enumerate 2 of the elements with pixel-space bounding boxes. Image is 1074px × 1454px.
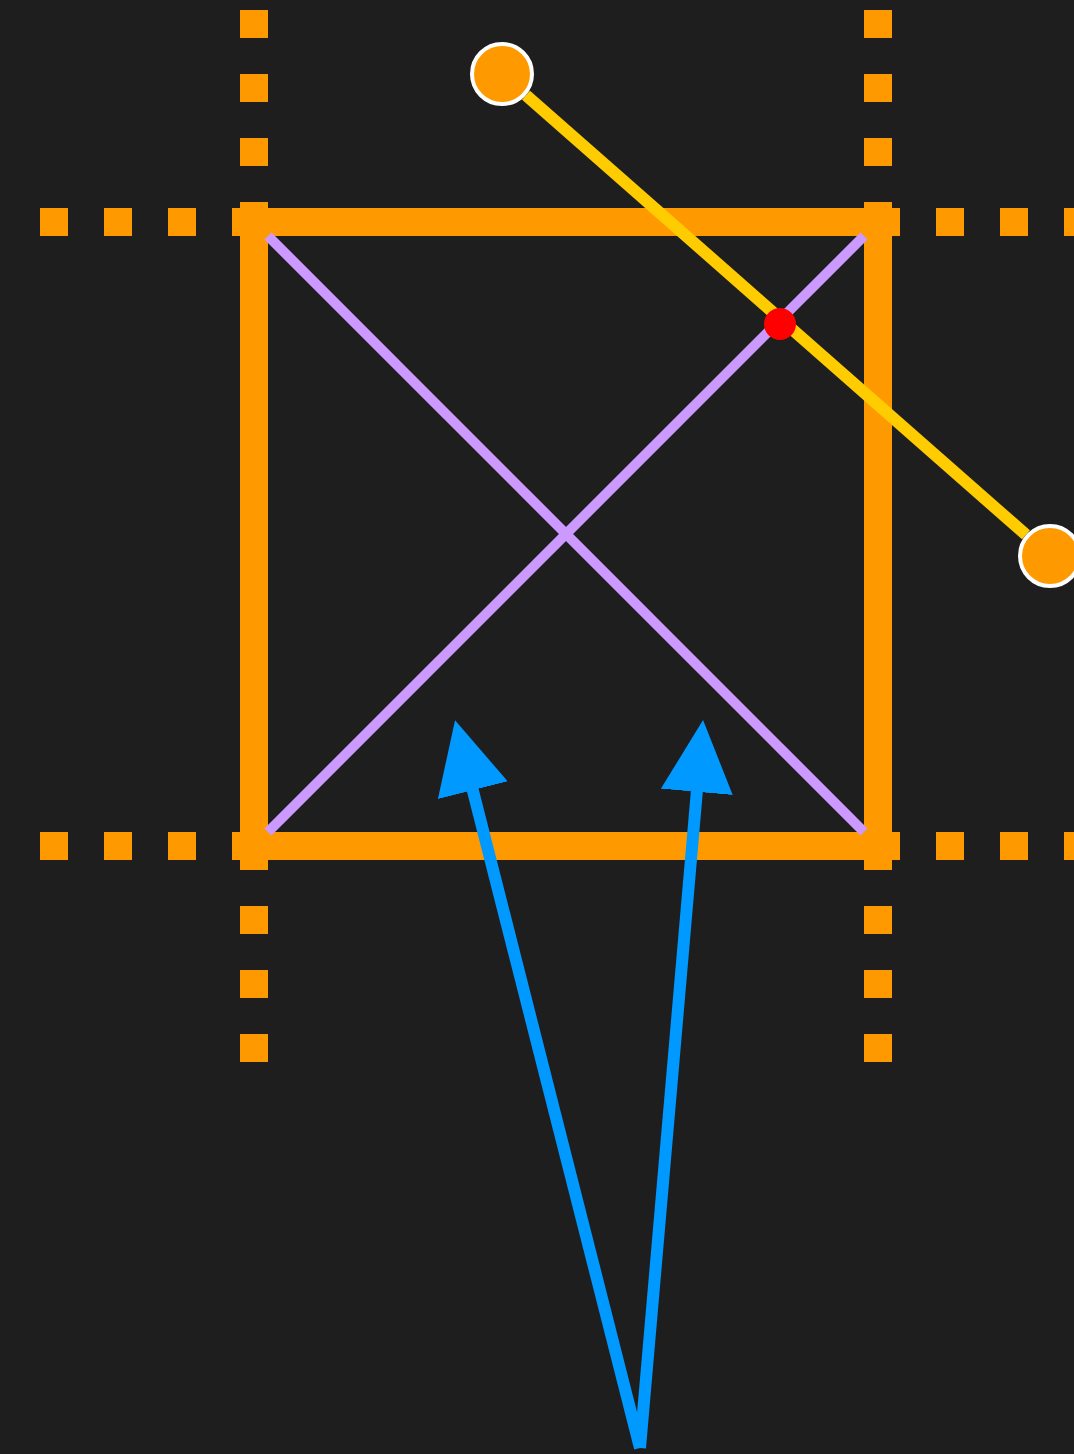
endpoint-circle xyxy=(470,42,534,106)
line-segment xyxy=(522,90,1030,540)
